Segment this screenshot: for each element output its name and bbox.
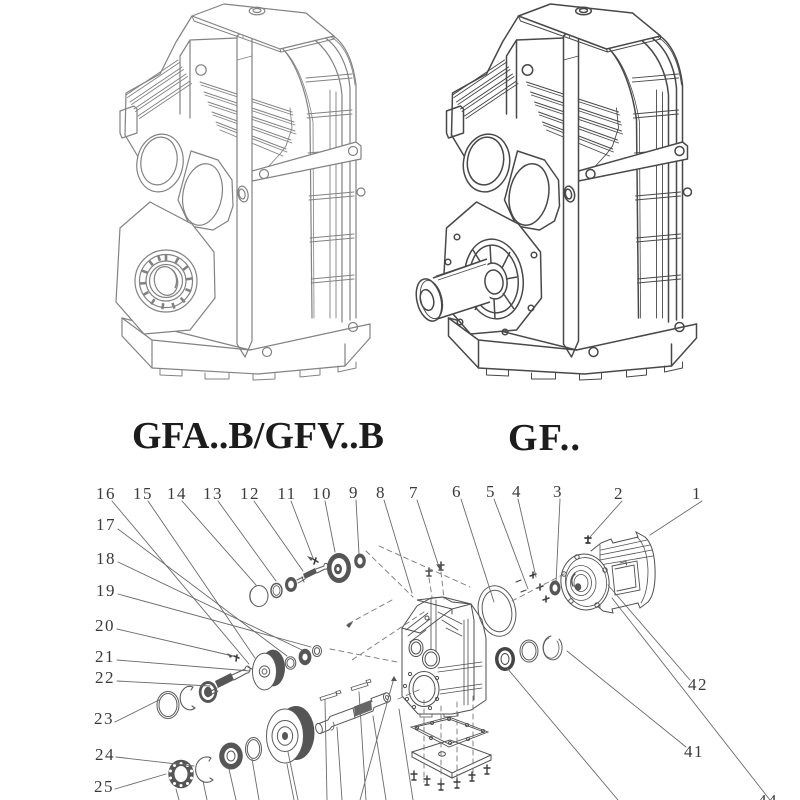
svg-text:2: 2 — [614, 484, 624, 503]
svg-text:4: 4 — [512, 482, 522, 501]
svg-text:7: 7 — [409, 483, 419, 502]
svg-text:1: 1 — [692, 484, 702, 503]
svg-text:14: 14 — [167, 484, 187, 503]
svg-text:GFA..B/GFV..B: GFA..B/GFV..B — [132, 415, 384, 457]
svg-text:11: 11 — [277, 484, 296, 503]
svg-text:41: 41 — [684, 742, 704, 761]
svg-text:10: 10 — [312, 484, 332, 503]
svg-text:23: 23 — [94, 709, 114, 728]
svg-text:15: 15 — [133, 484, 153, 503]
svg-text:9: 9 — [349, 483, 359, 502]
svg-text:GF..: GF.. — [508, 417, 580, 459]
svg-text:44: 44 — [758, 791, 778, 800]
svg-text:19: 19 — [96, 581, 116, 600]
svg-text:13: 13 — [203, 484, 223, 503]
svg-text:8: 8 — [376, 483, 386, 502]
svg-text:42: 42 — [688, 675, 708, 694]
svg-text:3: 3 — [553, 482, 563, 501]
svg-text:5: 5 — [486, 482, 496, 501]
svg-text:6: 6 — [452, 482, 462, 501]
svg-text:18: 18 — [96, 549, 116, 568]
svg-text:24: 24 — [95, 745, 115, 764]
svg-text:16: 16 — [96, 484, 116, 503]
svg-text:17: 17 — [96, 515, 116, 534]
svg-text:21: 21 — [95, 647, 115, 666]
svg-text:22: 22 — [95, 668, 115, 687]
svg-text:20: 20 — [95, 616, 115, 635]
svg-text:25: 25 — [94, 777, 114, 796]
svg-text:12: 12 — [240, 484, 260, 503]
